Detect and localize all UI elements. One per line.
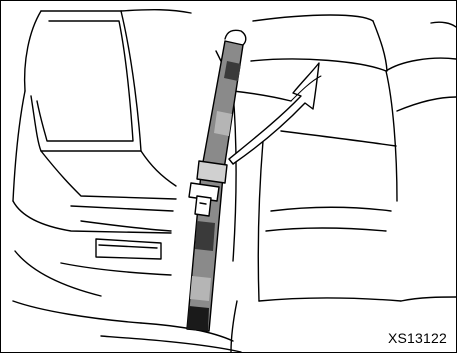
seat-outline [101,15,456,352]
seat-belt [187,30,246,331]
figure-code: XS13122 [387,330,448,346]
door-trim [13,10,191,323]
pointer-arrow [229,63,321,164]
